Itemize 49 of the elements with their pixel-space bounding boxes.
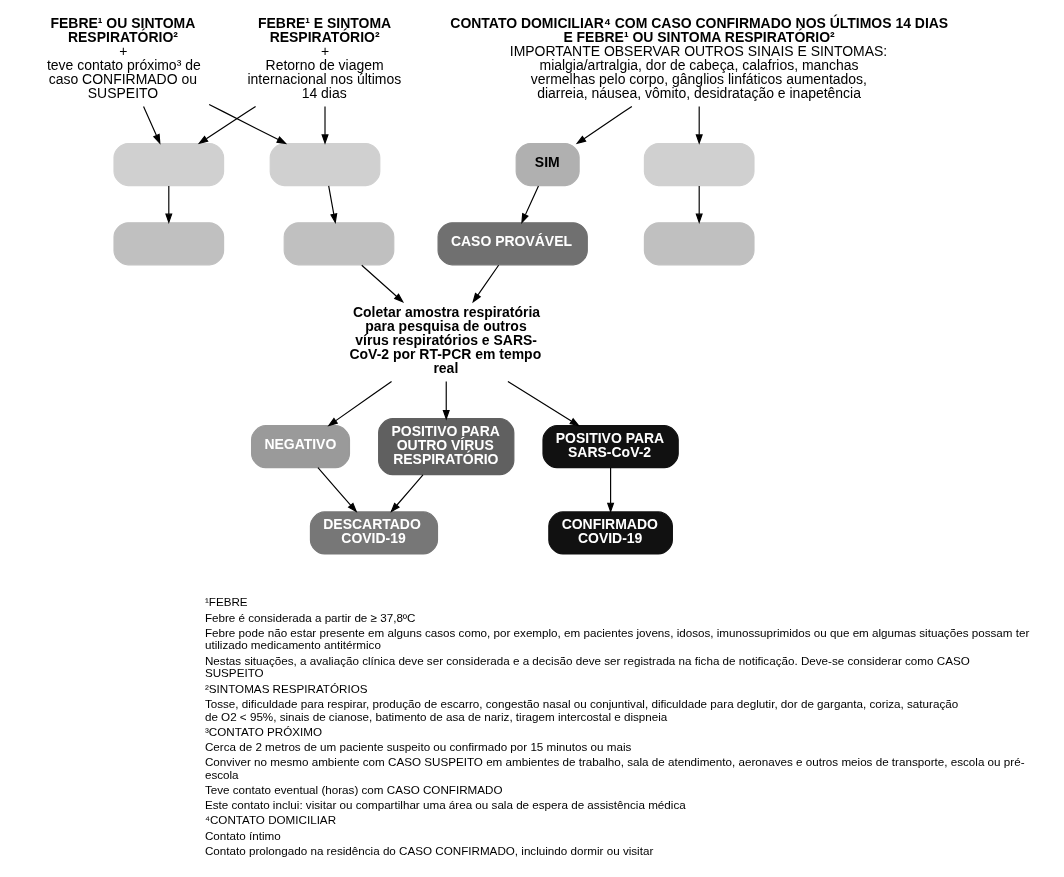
label: ⁴CONTATO DOMICILIAR [204,813,336,827]
label: Cerca de 2 metros de um paciente suspeito ou confirmado por 15 minutos ou mais [204,739,631,753]
node-box [643,222,755,266]
arrow [360,264,404,303]
arrow [471,264,499,304]
node-text: Coletar amostra respiratória para pesquisa de outros vírus respiratórios e SARS-CoV-2 por RT-PCR em tempo real [348,303,541,376]
arrow [327,185,337,225]
label: ³CONTATO PRÓXIMO [204,724,322,738]
arrow [320,105,329,145]
arrow [575,105,632,145]
arrow [506,380,580,427]
arrow [389,474,424,513]
arrow [208,103,287,145]
arrow [326,380,392,427]
arrow [197,105,256,145]
node-box [112,222,224,266]
label: Contato prolongado na residência do CASO CONFIRMADO, incluindo dormir ou visitar [204,843,653,857]
label: Nestas situações, a avaliação clínica deve ser considerada e a decisão deve ser registrada na ficha de notificação. Deve-se considerar como CASO SUSPEITO [204,653,970,680]
label: Tosse, dificuldade para respirar, produção de escarro, congestão nasal ou conjuntival, dificuldade para deglutir, dor de garganta, coriza, saturação de O2 < 95%, sinais de cianose, batimento de asa de nariz, tiragem intercostal e dispneia [204,696,958,723]
label: Febre é considerada a partir de ≥ 37,8ºC [204,610,416,624]
label: ¹FEBRE [204,595,248,609]
arrow [142,105,161,145]
arrow [442,380,450,421]
arrow [520,185,539,224]
node-text: FEBRE¹ E SINTOMA RESPIRATÓRIO² + Retorno de viagem internacional nos últimos 14 dias [246,14,401,101]
node-box: SIM [515,143,580,187]
node-box: NEGATIVO [250,425,350,469]
node-text: CONTATO DOMICILIAR⁴ COM CASO CONFIRMADO NOS ÚLTIMOS 14 DIAS E FEBRE¹ OU SINTOMA RESPIRATÓRIO² IMPORTANTE OBSERVAR OUTROS SINAIS E SINTOMAS: mialgia/artralgia, dor de cabeça, calafrios, manchas vermelhas pelo corpo, gânglios linfáticos aumentados, diarreia, náusea, vômito, desidratação e inapetência [449,14,948,101]
label: Teve contato eventual (horas) com CASO CONFIRMADO [204,783,503,797]
arrow [164,185,172,225]
node-box: CONFIRMADO COVID-19 [547,511,673,555]
node-box: POSITIVO PARA OUTRO VÍRUS RESPIRATÓRIO [377,418,514,476]
node-box: POSITIVO PARA SARS-CoV-2 [541,425,679,469]
node-box [112,143,224,187]
node-box: DESCARTADO COVID-19 [309,511,438,555]
node-text: FEBRE¹ OU SINTOMA RESPIRATÓRIO² + teve contato próximo³ de caso CONFIRMADO ou SUSPEITO [46,14,201,101]
label: ²SINTOMAS RESPIRATÓRIOS [204,681,367,695]
node-box [269,143,380,187]
label: Contato íntimo [204,828,281,842]
arrow [695,185,703,225]
node-box: CASO PROVÁVEL [437,222,588,266]
arrow [695,105,703,145]
node-box [283,222,394,266]
label: Este contato inclui: visitar ou compartilhar uma área ou sala de espera de assistência médica [204,798,686,812]
arrow [606,467,614,514]
node-box [643,143,755,187]
label: Febre pode não estar presente em alguns casos como, por exemplo, em pacientes jovens, idosos, imunossuprimidos ou que em algumas situações possam ter utilizado medicamento antitérmico [204,625,1029,652]
arrow [316,467,357,513]
label: Conviver no mesmo ambiente com CASO SUSPEITO em ambientes de trabalho, sala de atendimento, aeronaves e outros meios de transporte, escola ou pré-escola [204,755,1025,781]
